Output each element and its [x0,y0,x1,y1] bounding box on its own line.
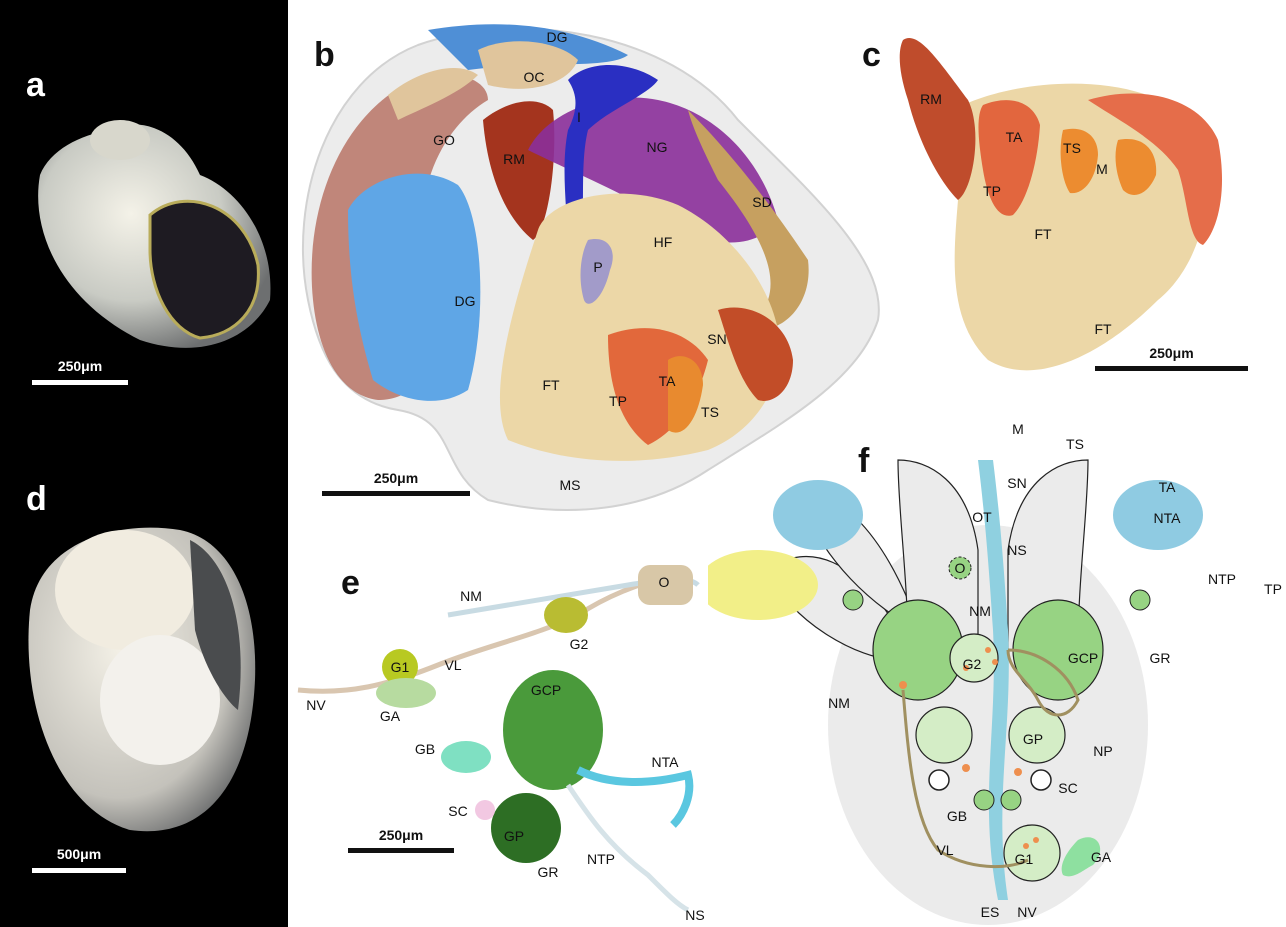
label-c-ft2: FT [1094,321,1111,337]
label-f-o: O [955,560,966,576]
label-c-rm: RM [920,91,942,107]
label-b-rm: RM [503,151,525,167]
scale-text-c: 250μm [1095,345,1248,361]
label-c-ft1: FT [1034,226,1051,242]
label-c-tp: TP [983,183,1001,199]
label-e-sc: SC [448,803,467,819]
label-f-m: M [1012,421,1024,437]
label-f-vl: VL [936,842,953,858]
label-b-i: I [577,109,581,125]
panel-c: c 250μm RM TA TS M TP FT FT [858,0,1286,400]
panel-label-e: e [341,566,360,600]
label-f-nm2: NM [828,695,850,711]
label-c-m: M [1096,161,1108,177]
label-c-ts: TS [1063,140,1081,156]
panel-label-b: b [314,38,335,72]
scale-bar-e [348,848,454,853]
diagram-f [708,400,1286,927]
label-f-ga: GA [1091,849,1111,865]
label-b-hf: HF [654,234,673,250]
label-f-ot: OT [972,509,991,525]
scale-text-d: 500μm [32,846,126,862]
label-e-gcp: GCP [531,682,561,698]
scale-text-a: 250μm [32,358,128,374]
panel-a: a 250μm [0,0,288,460]
scale-bar-b [322,491,470,496]
label-f-sn: SN [1007,475,1026,491]
label-b-dg1: DG [547,29,568,45]
label-b-sn: SN [707,331,726,347]
panel-label-d: d [26,482,47,516]
label-f-sc: SC [1058,780,1077,796]
label-e-ns: NS [685,907,704,923]
label-b-tp: TP [609,393,627,409]
label-f-nm1: NM [969,603,991,619]
scale-text-e: 250μm [348,827,454,843]
label-e-gb: GB [415,741,435,757]
label-b-ng: NG [647,139,668,155]
label-e-nta: NTA [652,754,679,770]
label-f-gb: GB [947,808,967,824]
label-f-ta: TA [1159,479,1176,495]
label-e-g2: G2 [570,636,589,652]
label-e-vl: VL [444,657,461,673]
label-b-ta: TA [659,373,676,389]
label-f-tp: TP [1264,581,1282,597]
label-c-ta: TA [1006,129,1023,145]
label-f-g2: G2 [963,656,982,672]
panel-d: d 500μm [0,460,288,927]
label-f-es: ES [981,904,1000,920]
label-f-gr: GR [1150,650,1171,666]
label-f-ns: NS [1007,542,1026,558]
label-e-o: O [659,574,670,590]
label-f-ts: TS [1066,436,1084,452]
label-b-dg2: DG [455,293,476,309]
label-e-nm: NM [460,588,482,604]
scale-bar-c [1095,366,1248,371]
label-b-p: P [593,259,602,275]
label-f-nv: NV [1017,904,1036,920]
label-f-g1: G1 [1015,851,1034,867]
scale-text-b: 250μm [322,470,470,486]
panel-f: f M TS SN TA OT NTA NS O NTP TP NM G2 GC… [708,400,1286,927]
label-e-ntp: NTP [587,851,615,867]
label-f-gcp: GCP [1068,650,1098,666]
panel-e: e 250μm O NM G2 G1 VL NV GA GCP GB NTA S… [288,525,708,927]
label-b-sd: SD [752,194,771,210]
scale-bar-a [32,380,128,385]
label-b-ms: MS [560,477,581,493]
panel-label-f: f [858,444,869,478]
scale-bar-d [32,868,126,873]
label-f-gp: GP [1023,731,1043,747]
reconstruction-c [858,0,1286,400]
label-b-ft: FT [542,377,559,393]
label-e-ga: GA [380,708,400,724]
label-b-oc: OC [524,69,545,85]
panel-label-a: a [26,68,45,102]
label-e-g1: G1 [391,659,410,675]
panel-label-c: c [862,38,881,72]
label-f-nta: NTA [1154,510,1181,526]
label-b-go: GO [433,132,455,148]
label-e-gr: GR [538,864,559,880]
label-e-gp: GP [504,828,524,844]
label-f-ntp: NTP [1208,571,1236,587]
label-e-nv: NV [306,697,325,713]
label-f-np: NP [1093,743,1112,759]
